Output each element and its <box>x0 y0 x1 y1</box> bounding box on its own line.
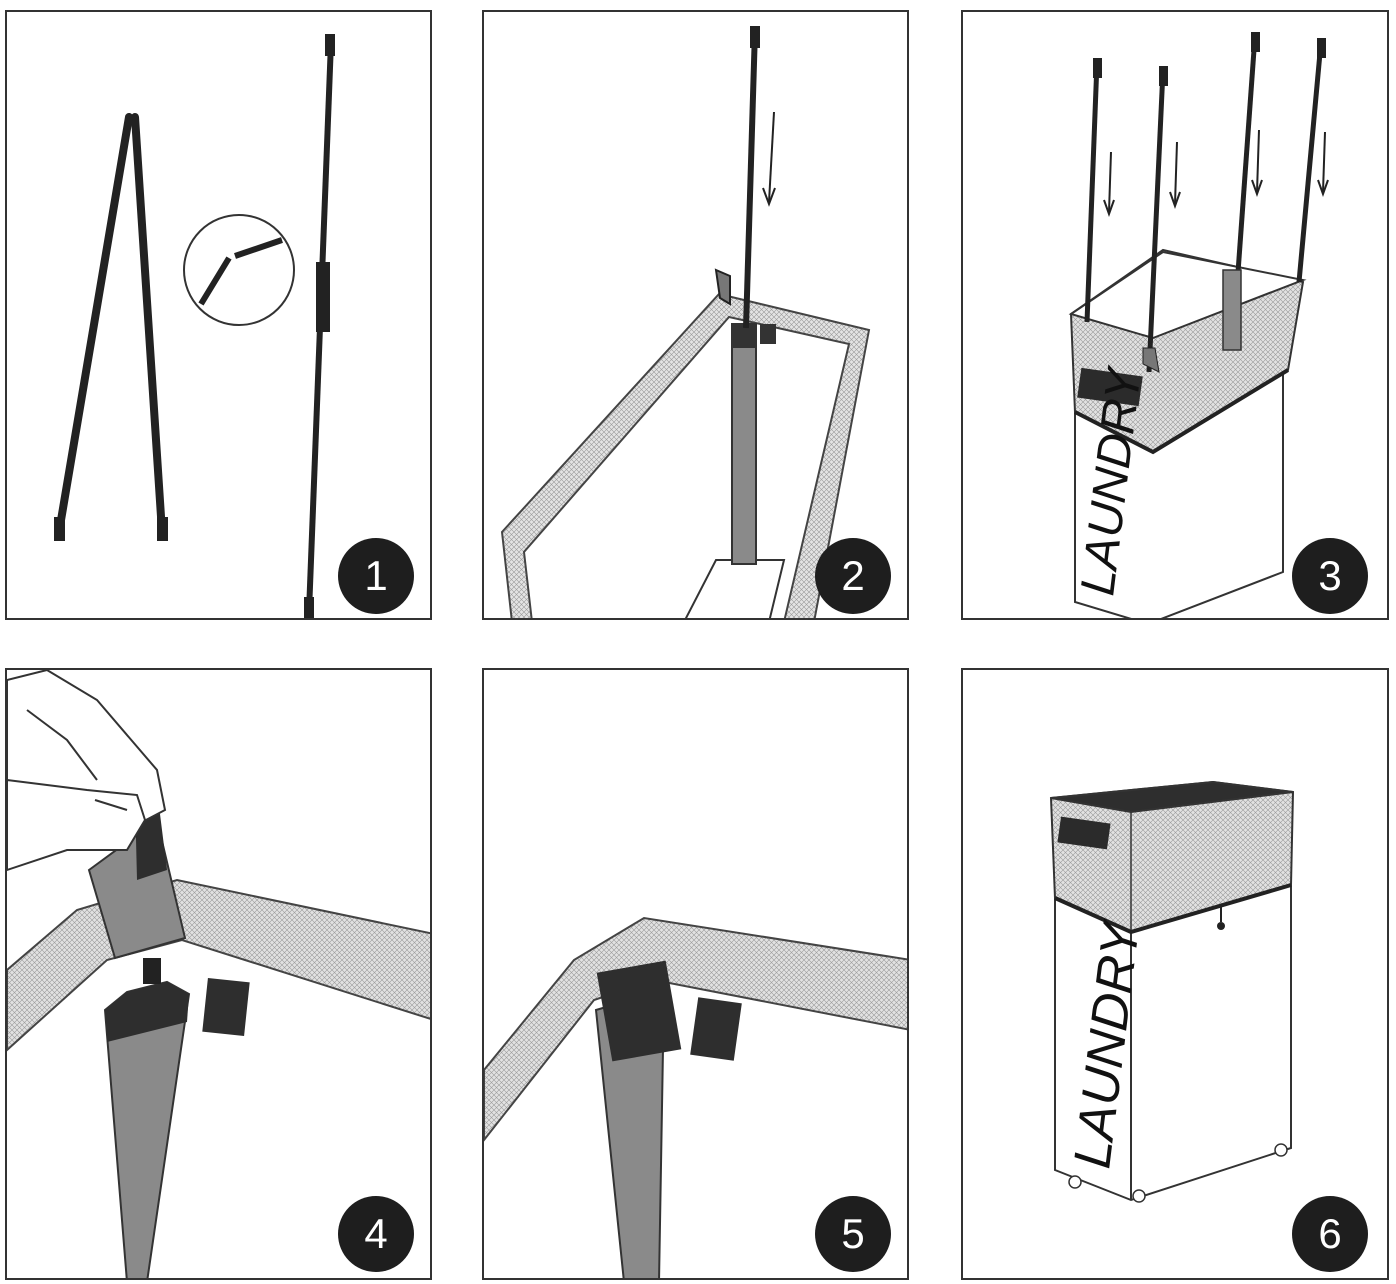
finished-hamper-illustration: LAUNDRY <box>1049 780 1295 1203</box>
pole-cap <box>596 960 682 1062</box>
pole <box>743 29 758 329</box>
step-4-panel: 4 <box>5 668 432 1280</box>
step-5-panel: 5 <box>482 668 909 1280</box>
step-number-badge: 5 <box>815 1196 891 1272</box>
insert-four-poles-illustration: LAUNDRY <box>1068 32 1329 618</box>
step-number-badge: 4 <box>338 1196 414 1272</box>
step-number-badge: 1 <box>338 538 414 614</box>
hamper-opening <box>1068 250 1307 340</box>
step-3-panel: LAUNDRY 3 <box>961 10 1389 620</box>
attach-pole-tip-illustration <box>7 670 430 1278</box>
wheel <box>1132 1189 1146 1203</box>
basket-rim <box>500 292 871 618</box>
step-number-badge: 3 <box>1292 538 1368 614</box>
pole-sleeve <box>731 323 757 565</box>
folded-and-extended-poles-illustration <box>54 34 335 618</box>
secured-pole-tip-illustration <box>484 916 907 1278</box>
insert-pole-into-sleeve-illustration <box>500 26 871 618</box>
wheel <box>1068 1175 1082 1189</box>
hand-illustration <box>7 670 167 872</box>
wheel <box>1274 1143 1288 1157</box>
hamper-handle <box>1057 816 1111 850</box>
extended-pole <box>304 34 335 618</box>
hamper-lid <box>1050 780 1294 814</box>
step-number-badge: 2 <box>815 538 891 614</box>
down-arrow-icons <box>1103 129 1329 217</box>
step-6-panel: LAUNDRY 6 <box>961 668 1389 1280</box>
step-2-panel: 2 <box>482 10 909 620</box>
down-arrow-icon <box>762 111 776 207</box>
basket-rim <box>484 916 907 1142</box>
folded-pole <box>54 113 168 541</box>
step-number-badge: 6 <box>1292 1196 1368 1272</box>
joint-detail-circle <box>183 214 295 326</box>
step-1-panel: 1 <box>5 10 432 620</box>
hamper-handle <box>1077 367 1143 407</box>
